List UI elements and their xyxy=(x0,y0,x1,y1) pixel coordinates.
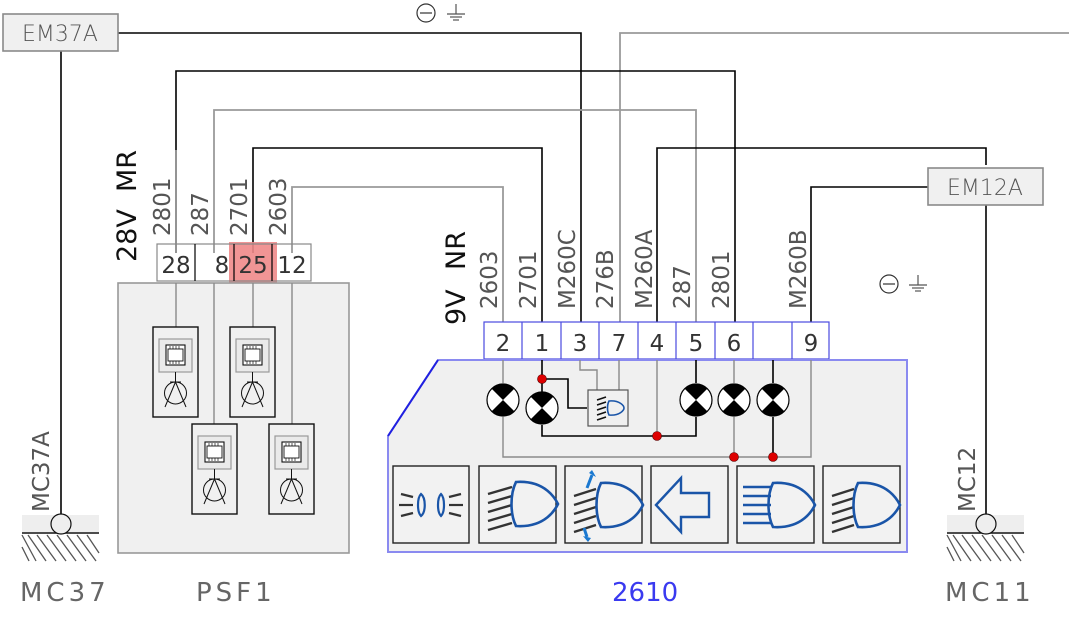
main-beam-icon xyxy=(743,481,817,529)
lamp-icon xyxy=(717,383,751,417)
wire-276b[interactable] xyxy=(619,32,1069,322)
junction-dot xyxy=(729,452,739,462)
psf1-pin[interactable]: 12 xyxy=(277,253,306,279)
wire-m260b[interactable] xyxy=(810,186,930,322)
psf1-relay-1 xyxy=(152,326,199,418)
module-2610-label: 2610 xyxy=(612,578,678,608)
psf1-connector-label: 28V MR 2801 287 2701 2603 xyxy=(112,150,292,262)
module-2610[interactable] xyxy=(387,359,908,553)
module-2610-connector-label: 9V NR 2603 2701 M260C 276B M260A 287 280… xyxy=(441,229,812,325)
m2610-wire-label: M260B xyxy=(786,229,812,309)
junction-dot xyxy=(537,374,547,384)
m2610-wire-label: 287 xyxy=(670,265,696,309)
button-arrow-left[interactable] xyxy=(650,465,729,544)
junctions xyxy=(537,374,778,462)
psf1-color-label: MR xyxy=(112,150,143,192)
junction-dot xyxy=(652,431,662,441)
m2610-wire-label: 276B xyxy=(593,249,619,309)
m2610-pin[interactable]: 4 xyxy=(650,331,665,357)
tag-em37a-label: EM37A xyxy=(22,22,98,47)
button-position-lights[interactable] xyxy=(392,465,470,544)
button-fog-light[interactable] xyxy=(822,465,902,544)
psf1-relay-4 xyxy=(268,423,315,515)
m2610-wire-label: 2801 xyxy=(709,250,735,309)
ground-point-right[interactable]: MC12 MC11 xyxy=(945,447,1035,608)
psf1-relay-2 xyxy=(229,326,276,418)
ground-wire-label-left: MC37A xyxy=(29,431,55,512)
psf1-pin[interactable]: 28 xyxy=(161,253,190,279)
lamp-icon xyxy=(679,383,713,417)
ground-symbol-right xyxy=(879,274,927,294)
psf1-wire-label: 2603 xyxy=(266,177,292,236)
internal-wiring xyxy=(502,360,812,458)
earth-icon xyxy=(447,4,465,21)
wire-m260a[interactable] xyxy=(656,147,987,322)
leveling-indicator-icon xyxy=(587,389,629,427)
minus-circle-icon xyxy=(416,3,436,23)
fog-light-icon xyxy=(831,481,902,534)
button-dipped-beam[interactable] xyxy=(478,465,560,544)
m2610-pin[interactable]: 2 xyxy=(496,331,511,357)
m2610-wire-label: 2603 xyxy=(477,250,503,309)
m2610-pin[interactable]: 5 xyxy=(689,331,704,357)
tag-em37a[interactable]: EM37A xyxy=(2,13,119,52)
m2610-wire-label: M260C xyxy=(555,229,581,309)
dipped-beam-icon xyxy=(487,480,560,532)
m2610-color-label: NR xyxy=(441,231,472,270)
psf1-label: PSF1 xyxy=(196,578,276,608)
button-headlamp-leveling[interactable] xyxy=(564,465,645,544)
wires xyxy=(60,32,1069,515)
arrow-left-icon xyxy=(654,474,711,536)
m2610-pin[interactable]: 3 xyxy=(573,331,588,357)
ground-point-left[interactable]: MC37A MC37 xyxy=(20,431,110,608)
wire-2701[interactable] xyxy=(252,147,543,322)
psf1-wire-label: 2701 xyxy=(227,177,253,236)
minus-circle-icon xyxy=(879,274,899,294)
ground-point-label-left: MC37 xyxy=(20,578,110,608)
ground-point-label-right: MC11 xyxy=(945,578,1035,608)
lamp-icon xyxy=(756,383,790,417)
ground-wire-label-right: MC12 xyxy=(955,447,981,512)
psf1-pin-highlighted[interactable]: 25 xyxy=(238,253,267,279)
m2610-voltage-label: 9V xyxy=(441,289,472,325)
psf1-wire-label: 287 xyxy=(188,192,214,236)
m2610-pin[interactable]: 9 xyxy=(804,331,819,357)
psf1-module[interactable] xyxy=(117,282,350,554)
m2610-wire-label: M260A xyxy=(632,229,658,309)
pin-highlight xyxy=(229,242,277,288)
m2610-wire-label: 2701 xyxy=(516,250,542,309)
headlamp-leveling-icon xyxy=(573,470,645,542)
junction-dot xyxy=(768,452,778,462)
m2610-pin[interactable]: 6 xyxy=(727,331,742,357)
psf1-pin-strip: 28 8 25 12 xyxy=(156,242,312,288)
psf1-wire-label: 2801 xyxy=(150,177,176,236)
earth-icon xyxy=(909,275,927,292)
psf1-voltage-label: 28V xyxy=(112,209,143,262)
tag-em12a[interactable]: EM12A xyxy=(927,167,1044,206)
wire-287[interactable] xyxy=(213,109,697,322)
module-2610-pin-strip: 2 1 3 7 4 5 6 9 xyxy=(483,321,830,360)
lamp-icon xyxy=(486,383,520,417)
tag-em12a-label: EM12A xyxy=(947,176,1023,201)
ground-symbol-top xyxy=(416,3,465,23)
wire-m260c[interactable] xyxy=(118,32,582,322)
button-main-beam[interactable] xyxy=(736,465,817,544)
position-lights-icon xyxy=(399,492,463,518)
psf1-relay-3 xyxy=(191,423,238,515)
lamp-icon xyxy=(525,391,559,425)
psf1-pin[interactable]: 8 xyxy=(215,253,230,279)
wire-2603[interactable] xyxy=(291,186,504,322)
m2610-pin[interactable]: 1 xyxy=(535,331,550,357)
m2610-pin[interactable]: 7 xyxy=(612,331,627,357)
